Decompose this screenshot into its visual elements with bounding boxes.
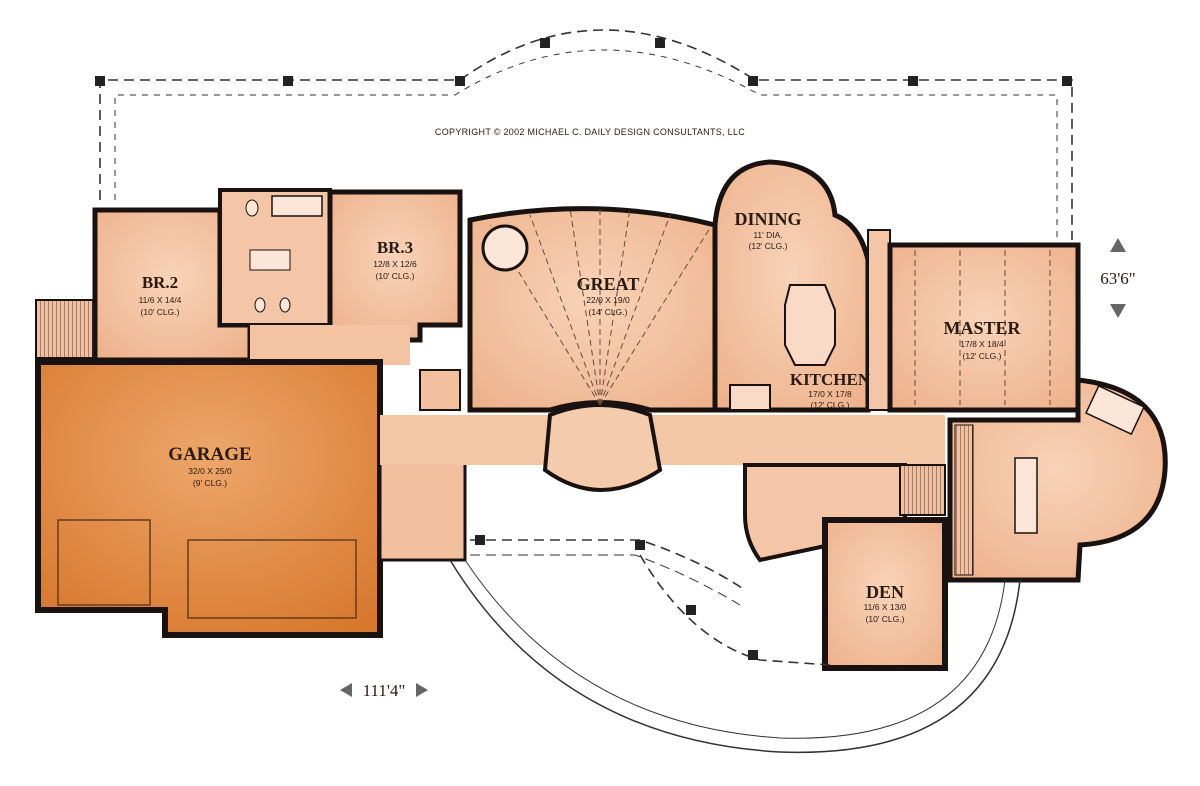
beam-lines (489, 205, 711, 406)
front-porch-columns (475, 535, 758, 660)
bedroom-hall (250, 325, 410, 365)
vanity-icon (249, 249, 291, 271)
svg-text:(9' CLG.): (9' CLG.) (193, 478, 227, 488)
label-garage: GARAGE 32/0 X 25/0 (9' CLG.) (168, 444, 251, 488)
svg-text:(14' CLG.): (14' CLG.) (589, 307, 628, 317)
svg-text:(12' CLG.): (12' CLG.) (749, 241, 788, 251)
gallery-hall (380, 415, 945, 465)
svg-text:111'4": 111'4" (363, 681, 406, 700)
svg-text:KITCHEN: KITCHEN (790, 370, 871, 389)
svg-text:MASTER: MASTER (943, 318, 1021, 338)
svg-text:17/8 X 18/4: 17/8 X 18/4 (960, 339, 1004, 349)
svg-text:22/0 X 19/0: 22/0 X 19/0 (586, 295, 630, 305)
front-porch (470, 539, 831, 666)
svg-text:11/6 X 13/0: 11/6 X 13/0 (864, 602, 907, 612)
room-den (822, 517, 948, 671)
master-bath (947, 377, 1168, 583)
svg-text:(12' CLG.): (12' CLG.) (811, 400, 850, 410)
pantry (729, 384, 771, 411)
toilet-icon (245, 199, 259, 217)
side-patio (35, 299, 99, 359)
depth-dimension: 63'6" (1100, 238, 1136, 318)
svg-text:12/8 X 12/6: 12/8 X 12/6 (373, 259, 417, 269)
stair (899, 464, 946, 516)
laundry-room (378, 458, 467, 562)
rear-porch (99, 29, 1073, 240)
porch-columns (95, 38, 1072, 86)
svg-text:11' DIA.: 11' DIA. (753, 230, 782, 240)
label-master: MASTER 17/8 X 18/4 (12' CLG.) (943, 318, 1021, 361)
svg-text:(10' CLG.): (10' CLG.) (866, 614, 905, 624)
svg-text:17/0 X 17/8: 17/0 X 17/8 (808, 389, 852, 399)
master-beams (914, 250, 1051, 405)
copyright-text: COPYRIGHT © 2002 MICHAEL C. DAILY DESIGN… (435, 127, 745, 137)
room-garage (35, 359, 383, 638)
driveway (449, 559, 1021, 754)
svg-text:63'6": 63'6" (1100, 269, 1136, 288)
svg-text:(12' CLG.): (12' CLG.) (963, 351, 1002, 361)
svg-text:GREAT: GREAT (577, 274, 640, 294)
svg-text:(10' CLG.): (10' CLG.) (376, 271, 415, 281)
driveway-inner (464, 559, 1006, 739)
width-dimension: 111'4" (340, 681, 428, 700)
sink-icon (279, 297, 291, 313)
label-kitchen: KITCHEN 17/0 X 17/8 (12' CLG.) (790, 370, 871, 410)
tub-icon (1085, 384, 1145, 436)
label-br2: BR.2 11/6 X 14/4 (10' CLG.) (139, 273, 182, 317)
label-den: DEN 11/6 X 13/0 (10' CLG.) (864, 582, 907, 624)
kitchen-counter (867, 229, 891, 411)
tub-icon (271, 195, 323, 217)
garage-doors (57, 519, 357, 619)
svg-text:GARAGE: GARAGE (168, 444, 251, 465)
closet (419, 369, 461, 411)
foyer (542, 403, 663, 492)
kitchen-island (784, 284, 836, 366)
svg-text:DINING: DINING (734, 209, 801, 229)
svg-text:BR.2: BR.2 (142, 273, 178, 292)
vanity-icon (1014, 457, 1038, 534)
svg-text:(10' CLG.): (10' CLG.) (141, 307, 180, 317)
label-br3: BR.3 12/8 X 12/6 (10' CLG.) (373, 238, 417, 281)
fireplace-icon (481, 224, 529, 272)
svg-text:11/6 X 14/4: 11/6 X 14/4 (139, 295, 182, 305)
sink-icon (254, 297, 266, 313)
closet-rods (954, 424, 974, 576)
svg-text:32/0 X 25/0: 32/0 X 25/0 (188, 466, 232, 476)
svg-text:DEN: DEN (866, 582, 904, 602)
label-great: GREAT 22/0 X 19/0 (14' CLG.) (577, 274, 640, 317)
label-dining: DINING 11' DIA. (12' CLG.) (734, 209, 801, 251)
svg-text:BR.3: BR.3 (377, 238, 413, 257)
